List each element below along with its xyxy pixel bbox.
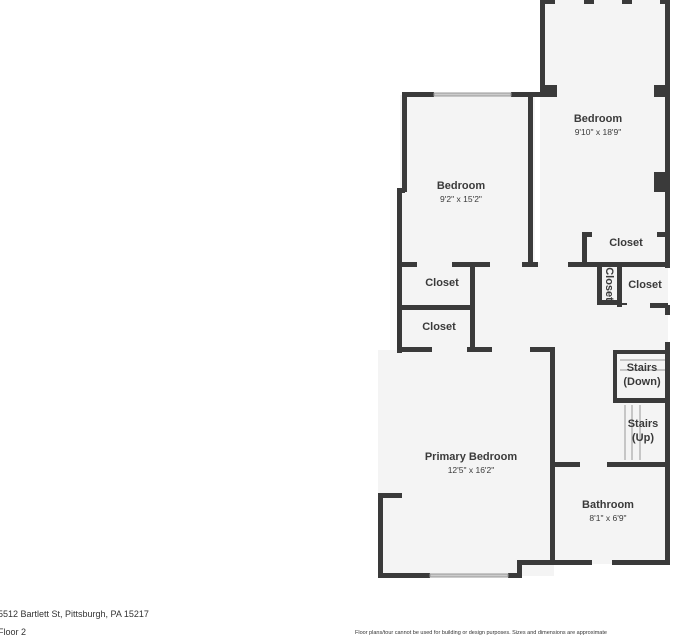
stair-treads [429,92,665,578]
disclaimer: Floor plans/tour cannot be used for buil… [355,630,607,636]
room-name: Stairs (Up) [627,418,659,444]
room-label-bedroom-left: Bedroom 9'2" x 15'2" [437,180,485,204]
room-name: Closet [628,279,662,291]
room-name: Closet [609,237,643,249]
room-label-stairs-down[interactable]: Stairs (Down) [620,361,664,389]
room-label-stairs-up[interactable]: Stairs (Up) [624,417,662,445]
room-label-primary-bedroom: Primary Bedroom 12'5" x 16'2" [425,451,517,475]
room-dims: 9'10" x 18'9" [574,127,622,137]
room-dims: 12'5" x 16'2" [447,465,495,475]
room-label-closet: Closet [603,267,615,301]
room-name: Stairs (Down) [623,362,661,388]
room-name: Bedroom [436,180,486,192]
address: 5512 Bartlett St, Pittsburgh, PA 15217 [0,609,149,619]
room-label-closet: Closet [628,279,662,291]
room-label-bedroom-top: Bedroom 9'10" x 18'9" [574,113,622,137]
room-dims: 9'2" x 15'2" [440,194,482,204]
room-dims: 8'1" x 6'9" [589,513,627,523]
floor-label: Floor 2 [0,627,27,637]
room-name: Bathroom [582,499,634,511]
room-label-closet: Closet [425,277,459,289]
room-label-bathroom: Bathroom 8'1" x 6'9" [582,499,634,523]
room-label-closet: Closet [422,321,456,333]
room-name: Primary Bedroom [424,451,518,463]
room-label-closet: Closet [609,237,643,249]
room-name: Closet [422,321,456,333]
floors [378,0,668,576]
walls [378,0,670,578]
room-name: Bedroom [573,113,623,125]
room-name: Closet [603,267,615,301]
room-name: Closet [425,277,459,289]
